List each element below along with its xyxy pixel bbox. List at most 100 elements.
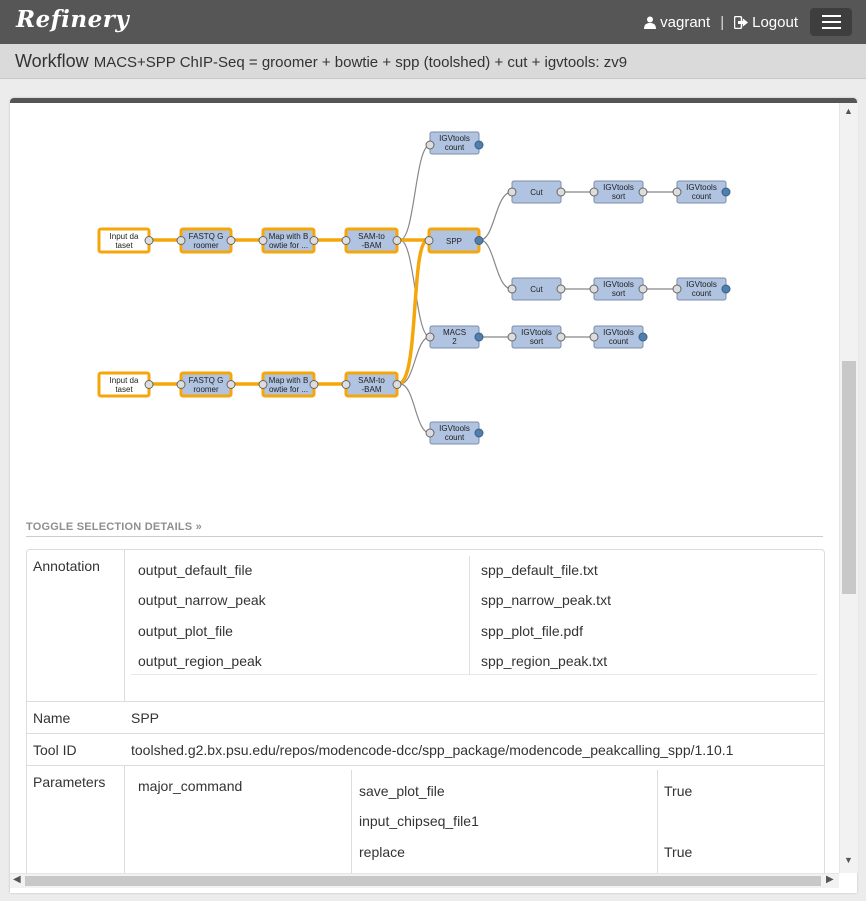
input-port[interactable] — [425, 332, 435, 342]
node-cut-2[interactable]: Cut — [507, 277, 566, 301]
output-port[interactable] — [392, 380, 402, 389]
input-port[interactable] — [507, 187, 517, 197]
input-port[interactable] — [176, 380, 186, 389]
node-sam-to-bam-2[interactable]: SAM-to -BAM — [341, 371, 402, 398]
scroll-down-icon[interactable]: ▼ — [844, 855, 853, 865]
vertical-scroll-thumb[interactable] — [842, 361, 856, 594]
divider — [657, 770, 658, 886]
input-port[interactable] — [424, 236, 434, 245]
input-port[interactable] — [425, 140, 435, 150]
node-macs2[interactable]: MACS 2 — [425, 325, 484, 349]
output-port[interactable] — [474, 332, 484, 342]
output-port[interactable] — [638, 332, 648, 342]
output-port[interactable] — [226, 380, 236, 389]
output-port[interactable] — [474, 140, 484, 150]
node-igvtools-count-a[interactable]: IGVtools count — [672, 180, 731, 204]
input-port[interactable] — [258, 380, 268, 389]
input-port[interactable] — [425, 428, 435, 438]
output-port[interactable] — [556, 284, 566, 294]
node-label: Map with B — [269, 232, 309, 241]
horizontal-scrollbar[interactable]: ◀ ▶ — [10, 873, 839, 888]
input-port[interactable] — [341, 380, 351, 389]
scroll-up-icon[interactable]: ▲ — [844, 106, 853, 116]
scroll-left-icon[interactable]: ◀ — [13, 874, 21, 885]
node-label: taset — [115, 385, 133, 394]
parameter-key: input_chipseq_file1 — [359, 813, 479, 829]
annotation-value: spp_region_peak.txt — [481, 653, 608, 669]
nav-separator: | — [720, 13, 725, 31]
node-label: IGVtools — [521, 328, 552, 337]
scroll-right-icon[interactable]: ▶ — [826, 874, 834, 885]
node-label: count — [445, 433, 465, 442]
output-port[interactable] — [556, 332, 566, 342]
hamburger-menu-button[interactable] — [810, 8, 852, 36]
node-label: sort — [612, 192, 626, 201]
parameters-label: Parameters — [33, 774, 106, 790]
node-cut-1[interactable]: Cut — [507, 180, 566, 204]
nav-right: vagrant | Logout — [644, 0, 866, 44]
output-port[interactable] — [474, 428, 484, 438]
output-port[interactable] — [226, 236, 236, 245]
node-igvtools-count-bottom[interactable]: IGVtools count — [425, 421, 484, 445]
output-port[interactable] — [474, 236, 484, 245]
input-port[interactable] — [176, 236, 186, 245]
node-map-bowtie-1[interactable]: Map with B owtie for ... — [258, 227, 319, 254]
node-spp[interactable]: SPP — [424, 227, 484, 254]
horizontal-scroll-thumb[interactable] — [25, 876, 821, 886]
output-port[interactable] — [721, 187, 731, 197]
output-port[interactable] — [556, 187, 566, 197]
input-port[interactable] — [258, 236, 268, 245]
input-port[interactable] — [341, 236, 351, 245]
node-label: Map with B — [269, 376, 309, 385]
node-label: sort — [530, 337, 544, 346]
annotation-value: spp_default_file.txt — [481, 562, 598, 578]
workflow-graph[interactable]: IGVtools count Cut IGVtools sort IGVtool… — [10, 103, 840, 503]
output-port[interactable] — [309, 380, 319, 389]
user-menu[interactable]: vagrant — [644, 14, 710, 31]
output-port[interactable] — [144, 380, 154, 389]
node-input-dataset-2[interactable]: Input da taset — [97, 371, 154, 398]
input-port[interactable] — [507, 284, 517, 294]
output-port[interactable] — [638, 187, 648, 197]
node-label: IGVtools — [686, 280, 717, 289]
node-label: FASTQ G — [189, 376, 224, 385]
toggle-selection-details[interactable]: TOGGLE SELECTION DETAILS » — [26, 521, 202, 533]
logout-link[interactable]: Logout — [734, 14, 798, 31]
input-port[interactable] — [507, 332, 517, 342]
tool-id-label: Tool ID — [33, 742, 77, 758]
page-title-prefix: Workflow — [15, 51, 89, 71]
output-port[interactable] — [638, 284, 648, 294]
node-label: count — [692, 289, 712, 298]
node-igvtools-count-top[interactable]: IGVtools count — [425, 131, 484, 155]
output-port[interactable] — [721, 284, 731, 294]
node-igvtools-sort-c[interactable]: IGVtools sort — [507, 325, 566, 349]
selection-details-table: Annotation output_default_file spp_defau… — [26, 549, 825, 887]
tool-id-value: toolshed.g2.bx.psu.edu/repos/modencode-d… — [131, 742, 734, 758]
node-input-dataset-1[interactable]: Input da taset — [97, 227, 154, 254]
node-igvtools-sort-b[interactable]: IGVtools sort — [589, 277, 648, 301]
node-igvtools-sort-a[interactable]: IGVtools sort — [589, 180, 648, 204]
node-map-bowtie-2[interactable]: Map with B owtie for ... — [258, 371, 319, 398]
graph-edge-selected — [397, 238, 429, 386]
input-port[interactable] — [672, 284, 682, 294]
node-fastq-groomer-1[interactable]: FASTQ G roomer — [176, 227, 236, 254]
node-igvtools-count-c[interactable]: IGVtools count — [589, 325, 648, 349]
node-fastq-groomer-2[interactable]: FASTQ G roomer — [176, 371, 236, 398]
output-port[interactable] — [144, 236, 154, 245]
input-port[interactable] — [589, 332, 599, 342]
node-sam-to-bam-1[interactable]: SAM-to -BAM — [341, 227, 402, 254]
input-port[interactable] — [672, 187, 682, 197]
node-label: count — [445, 143, 465, 152]
sign-out-icon — [734, 15, 749, 29]
page-title: Workflow MACS+SPP ChIP-Seq = groomer + b… — [15, 51, 627, 72]
node-igvtools-count-b[interactable]: IGVtools count — [672, 277, 731, 301]
node-label: taset — [115, 241, 133, 250]
output-port[interactable] — [392, 236, 402, 245]
node-label: roomer — [193, 241, 219, 250]
brand-logo[interactable]: Refinery — [16, 6, 130, 33]
node-label: sort — [612, 289, 626, 298]
input-port[interactable] — [589, 284, 599, 294]
output-port[interactable] — [309, 236, 319, 245]
vertical-scrollbar[interactable]: ▲ ▼ — [839, 103, 858, 873]
input-port[interactable] — [589, 187, 599, 197]
